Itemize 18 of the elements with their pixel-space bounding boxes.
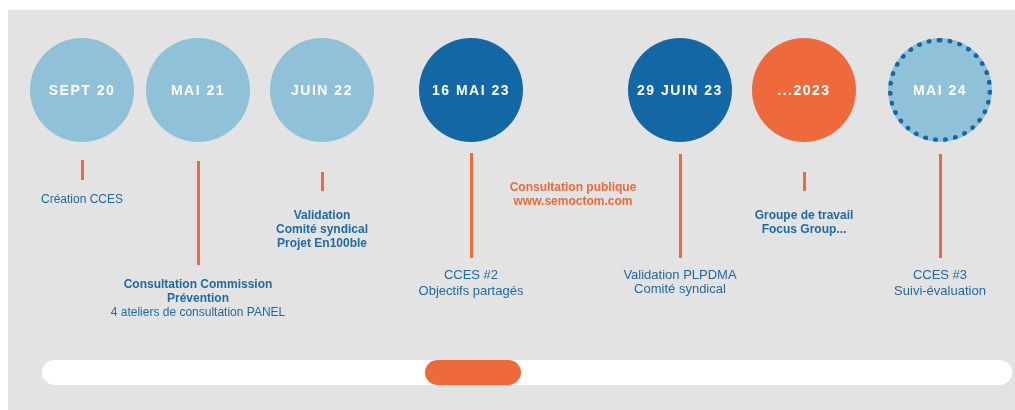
event-description: Validation Comité syndical Projet En100ble <box>275 208 369 250</box>
date-label: 16 MAI 23 <box>431 82 511 98</box>
event-description: Création CCES <box>40 192 124 206</box>
event-description: Objectifs partagés <box>417 284 525 298</box>
date-label: MAI 21 <box>170 82 226 98</box>
event-description: CCES #2 <box>442 268 500 282</box>
date-label: JUIN 22 <box>291 82 353 98</box>
date-label: 29 JUIN 23 <box>637 82 723 98</box>
event-description: 4 ateliers de consultation PANEL <box>109 305 287 319</box>
event-description: Suivi-évaluation <box>893 284 987 298</box>
event-description: CCES #3 <box>911 268 969 282</box>
event-description: Validation PLPDMA Comité syndical <box>622 268 738 296</box>
event-note: Consultation publique www.semoctom.com <box>508 180 638 208</box>
date-label: ...2023 <box>777 82 831 98</box>
date-label: MAI 24 <box>912 82 968 98</box>
event-description: Consultation Commission Prévention <box>122 277 274 305</box>
event-description: Groupe de travail Focus Group... <box>753 208 855 236</box>
date-label: SEPT 20 <box>48 82 116 98</box>
